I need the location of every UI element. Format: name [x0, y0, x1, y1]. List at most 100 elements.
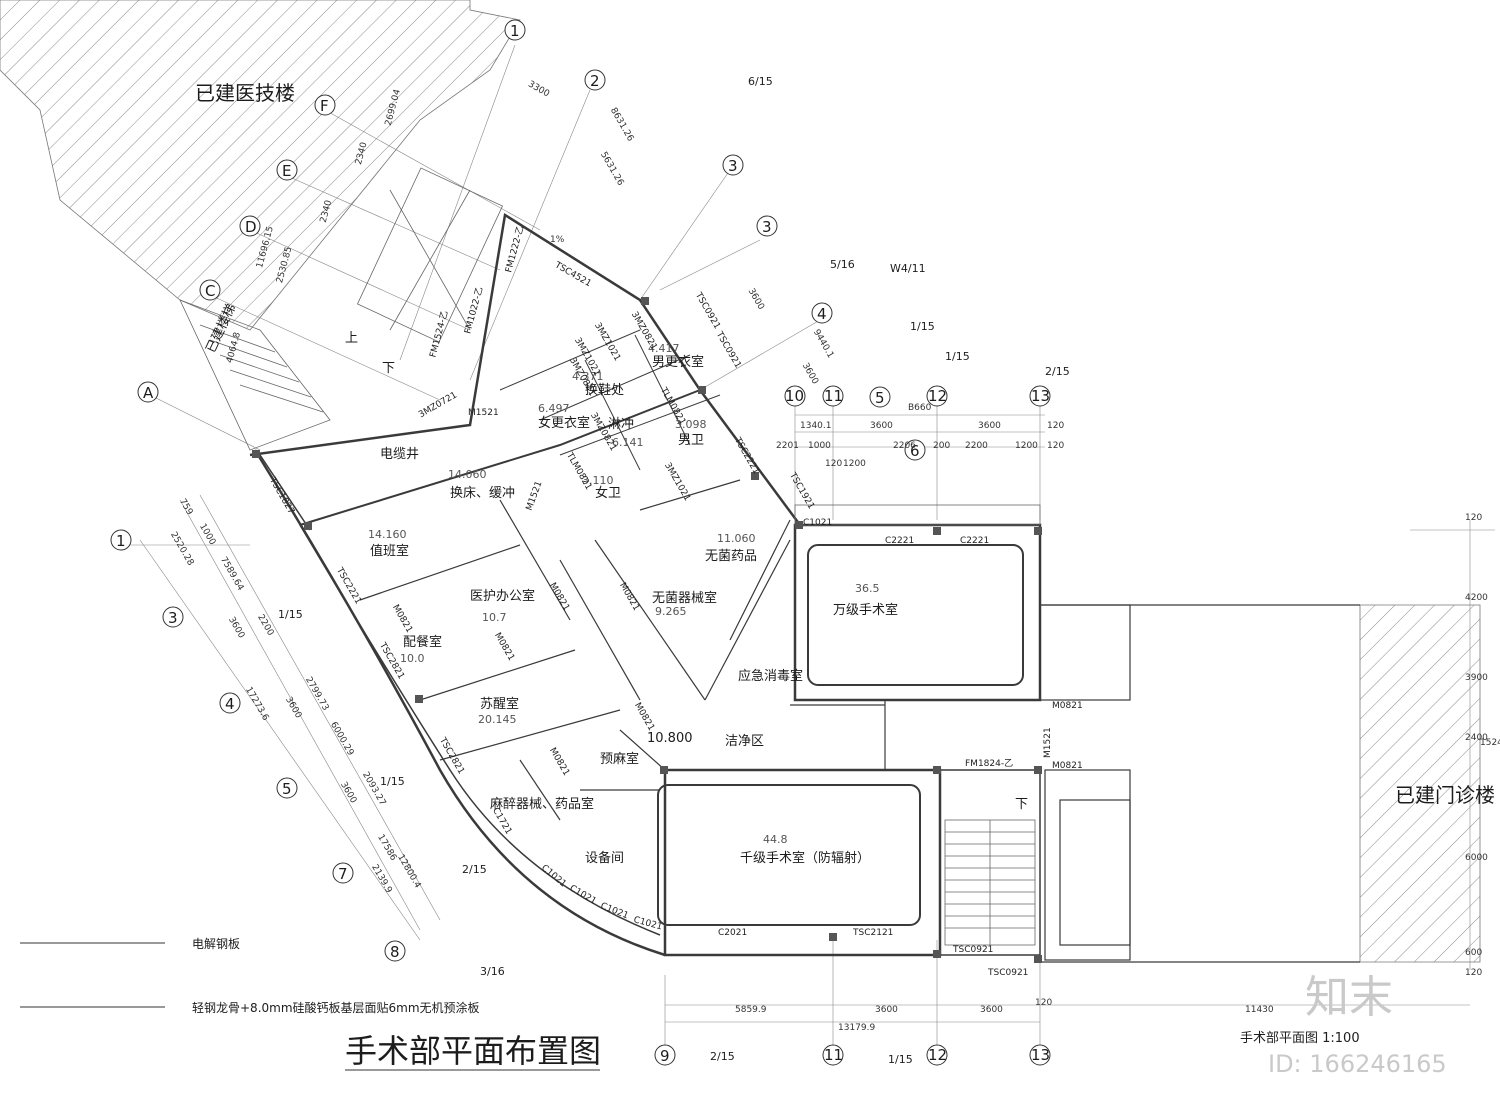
room-male-wc-area: 3.098: [675, 418, 707, 431]
room-recovery: 苏醒室: [480, 696, 519, 712]
dim-value: 120: [1047, 441, 1064, 451]
detail-ref: 2/15: [462, 863, 487, 876]
axis-label: 5: [875, 389, 885, 407]
door-code: C2221: [960, 536, 989, 546]
existing-outpatient-label: 已建门诊楼: [1395, 783, 1495, 807]
room-female-wc: 女卫: [595, 485, 621, 501]
dim-value: 9440.1: [811, 328, 835, 360]
dim-value: 3600: [875, 1005, 898, 1015]
door-code: M0821: [547, 581, 571, 613]
walls: [179, 167, 1360, 963]
dim-value: 1000: [808, 441, 831, 451]
detail-ref: 1/15: [945, 350, 970, 363]
axis-label: 5: [282, 780, 292, 798]
room-female-wc-area: 3.110: [582, 474, 614, 487]
axis-label: 11: [824, 1046, 843, 1064]
axis-label: 8: [390, 943, 400, 961]
dimension-lines: [179, 414, 1470, 1023]
dim-value: 13179.9: [838, 1023, 875, 1033]
dim-value: 1%: [550, 235, 565, 245]
dim-value: 120: [1035, 998, 1052, 1008]
axis-label: 1: [116, 532, 126, 550]
legend-label-steel: 电解钢板: [192, 937, 240, 951]
room-anesthesia-drug: 麻醉器械、药品室: [490, 796, 594, 812]
room-duty: 值班室: [370, 543, 409, 559]
door-code: M0821: [1052, 761, 1083, 771]
room-cable-shaft: 电缆井: [380, 446, 419, 462]
axis-label: E: [282, 162, 291, 180]
room-equipment: 设备间: [585, 850, 624, 866]
room-labels: 万级手术室 36.5 千级手术室（防辐射） 44.8 无菌药品 11.060 无…: [345, 331, 1028, 866]
dim-value: 120: [825, 459, 842, 469]
legend-label-board: 轻钢龙骨+8.0mm硅酸钙板基层面贴6mm无机预涂板: [192, 1000, 480, 1015]
door-code: C2021: [718, 928, 747, 938]
door-code: TSC0921: [952, 945, 993, 955]
columns: [252, 297, 1042, 963]
door-code: 3MZ0721: [417, 390, 459, 420]
door-code: TLM0821: [658, 385, 688, 427]
door-code: TSC0921: [713, 329, 742, 370]
existing-medtech-building: [0, 0, 521, 331]
dim-value: 2200: [965, 441, 988, 451]
room-shoe-change: 换鞋处: [585, 382, 624, 398]
room-ward-rad: 千级手术室（防辐射）: [740, 850, 870, 866]
dim-value: 2201: [776, 441, 799, 451]
axis-label: 13: [1031, 1046, 1050, 1064]
dim-value: 5859.9: [735, 1005, 767, 1015]
dim-value: 3600: [870, 421, 893, 431]
room-sterile-drug-area: 11.060: [717, 532, 756, 545]
door-code: 3MZ1021: [662, 461, 692, 503]
room-emergency-disinfect: 应急消毒室: [738, 668, 803, 684]
door-code: FM1222-乙: [503, 225, 526, 274]
axis-label: 2: [590, 72, 600, 90]
room-dispense-area: 10.0: [400, 652, 425, 665]
axis-bubbles: 1 2 3 3 4 5 6 A C D E F 1 3 4 5 7 8 9 10…: [110, 19, 1051, 1066]
dim-value: 3600: [800, 361, 820, 386]
dim-value: 1000: [197, 522, 217, 547]
dim-value: 17586: [375, 833, 398, 863]
axis-label: D: [245, 218, 257, 236]
axis-label: 4: [225, 695, 235, 713]
stair-up-label: 上: [345, 331, 358, 346]
door-code: FM1524-乙: [428, 309, 451, 358]
axis-label: 3: [168, 609, 178, 627]
room-nurse-office: 医护办公室: [470, 588, 535, 604]
room-bed-change-area: 14.060: [448, 468, 487, 481]
room-male-change-area: 4.417: [648, 342, 680, 355]
door-code: M0821: [632, 701, 656, 733]
room-sterile-equip: 无菌器械室: [652, 590, 717, 606]
dim-value: 3600: [746, 287, 766, 312]
axis-label: F: [320, 97, 329, 115]
door-code: M0821: [1052, 701, 1083, 711]
stair-lower: [944, 819, 1036, 946]
room-shower: 淋冲: [608, 417, 634, 432]
stair-down-label-2: 下: [1015, 797, 1028, 812]
door-code: C1021: [539, 863, 568, 889]
stair-upper: [179, 167, 504, 451]
detail-ref: 1/15: [910, 320, 935, 333]
stair-down-label: 下: [382, 361, 395, 376]
room-dispense: 配餐室: [403, 634, 442, 650]
detail-ref: 2/15: [710, 1050, 735, 1063]
axis-label: A: [143, 384, 154, 402]
dim-value: 12800.4: [395, 853, 422, 890]
dim-value: 3600: [978, 421, 1001, 431]
axis-label: 6: [910, 442, 920, 460]
axis-label: 12: [928, 1046, 947, 1064]
axis-label: 13: [1031, 387, 1050, 405]
room-ward-clean: 万级手术室: [833, 602, 898, 618]
legend: [20, 942, 165, 1008]
drawing-title: 手术部平面布置图: [345, 1032, 601, 1070]
room-nurse-office-area: 10.7: [482, 611, 507, 624]
dimension-values: 3300 5631.26 8631.26 2699.04 2340 2340 1…: [168, 79, 1500, 1033]
dim-value: 15240: [1480, 738, 1500, 748]
door-code: FM1824-乙: [965, 758, 1013, 769]
detail-ref: 3/16: [480, 965, 505, 978]
dim-value: 3600: [980, 1005, 1003, 1015]
door-code: C1021: [803, 518, 832, 528]
door-code: 3MZ0821: [629, 310, 659, 352]
door-code: TSC4521: [552, 260, 593, 289]
dim-value: 2520.28: [168, 530, 195, 567]
door-code: M0821: [617, 581, 641, 613]
detail-ref: W4/11: [890, 262, 926, 275]
